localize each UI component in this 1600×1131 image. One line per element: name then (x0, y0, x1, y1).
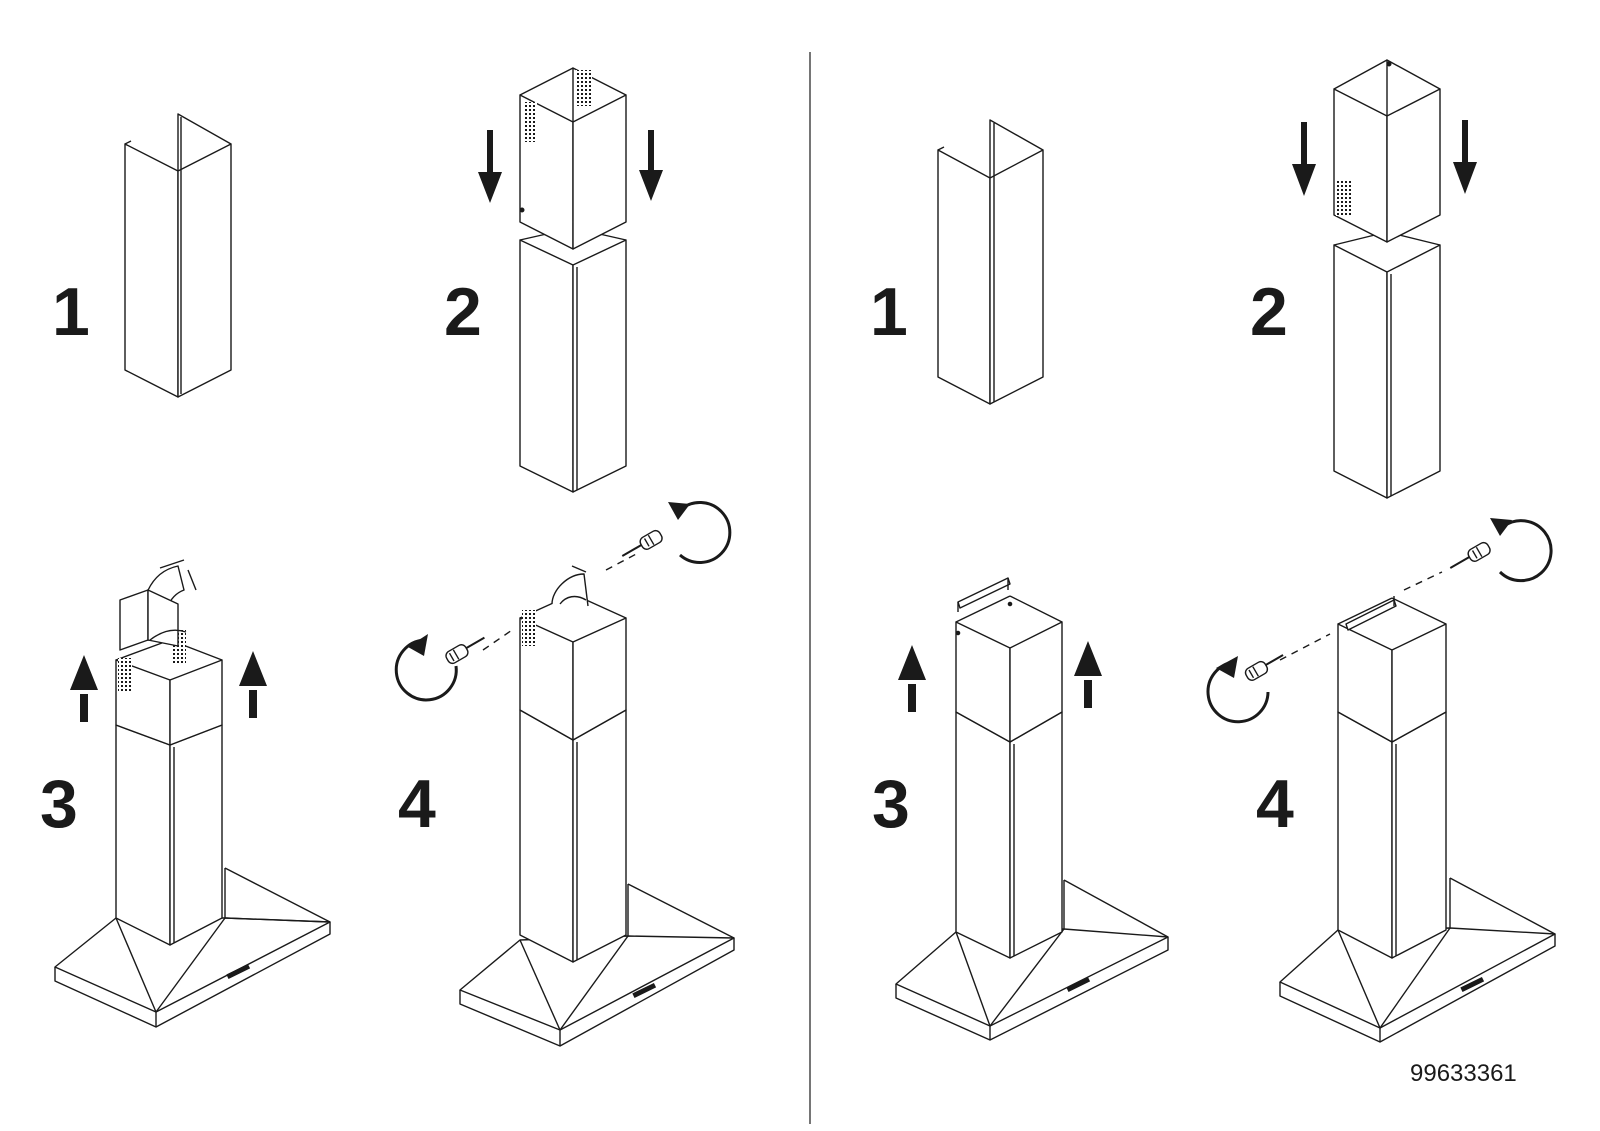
left-step-1-label: 1 (52, 278, 90, 346)
right-step2-chimney (1292, 60, 1477, 498)
right-step-4-label: 4 (1256, 770, 1294, 838)
left-step2-chimney (478, 68, 663, 492)
document-code: 99633361 (1410, 1060, 1517, 1088)
right-step3-hood (896, 578, 1168, 1040)
left-step4-hood (396, 502, 734, 1046)
left-step1-channel (125, 114, 231, 397)
right-step-3-label: 3 (872, 770, 910, 838)
right-step-1-label: 1 (870, 278, 908, 346)
left-step3-hood (55, 560, 330, 1027)
left-step-3-label: 3 (40, 770, 78, 838)
left-step-2-label: 2 (444, 278, 482, 346)
right-step-2-label: 2 (1250, 278, 1288, 346)
left-step-4-label: 4 (398, 770, 436, 838)
right-step1-channel (938, 120, 1043, 404)
